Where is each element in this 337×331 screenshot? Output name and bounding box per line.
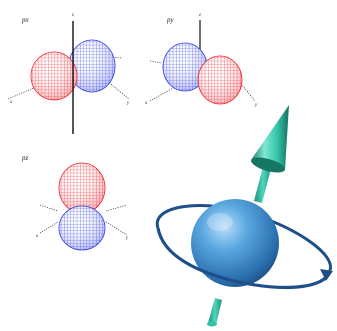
pz-orbital-panel: pz x y bbox=[21, 154, 129, 251]
spin-sphere bbox=[191, 199, 279, 287]
px-axis-label-left: x bbox=[9, 100, 13, 105]
py-y-axis bbox=[237, 79, 256, 102]
electron-spin-icon bbox=[155, 105, 333, 327]
px-axis-label-right: y bbox=[126, 101, 130, 106]
pz-y-axis-back bbox=[105, 204, 128, 212]
spin-axis-upper bbox=[254, 163, 272, 203]
pz-x-axis-back bbox=[39, 204, 59, 212]
px-axis-label-top: z bbox=[71, 13, 74, 18]
pz-orbital-title: pz bbox=[21, 154, 29, 162]
py-axis-label-top: z bbox=[198, 13, 201, 18]
spin-arrow-cone-base bbox=[251, 157, 285, 173]
px-orbital-title: px bbox=[21, 16, 30, 24]
py-orbital-panel: py z x y bbox=[144, 13, 258, 108]
spin-ring-front bbox=[156, 227, 332, 289]
py-orbital-title: py bbox=[166, 16, 175, 24]
spin-arrow-cone bbox=[251, 105, 289, 170]
spin-axis-lower bbox=[208, 298, 222, 325]
pz-y-axis bbox=[105, 221, 128, 236]
px-axis-label-bottom: z bbox=[71, 129, 74, 134]
py-axis-label-right: y bbox=[254, 103, 258, 108]
spin-ring-arrowhead bbox=[320, 269, 333, 281]
py-y-axis-back bbox=[149, 60, 163, 64]
pz-x-axis bbox=[39, 221, 59, 234]
py-axis-label-left: x bbox=[144, 101, 148, 106]
px-orbital-panel: px z z x y bbox=[7, 13, 130, 134]
pz-axis-label-right: y bbox=[125, 236, 129, 241]
pz-axis-label-left: x bbox=[35, 234, 39, 239]
